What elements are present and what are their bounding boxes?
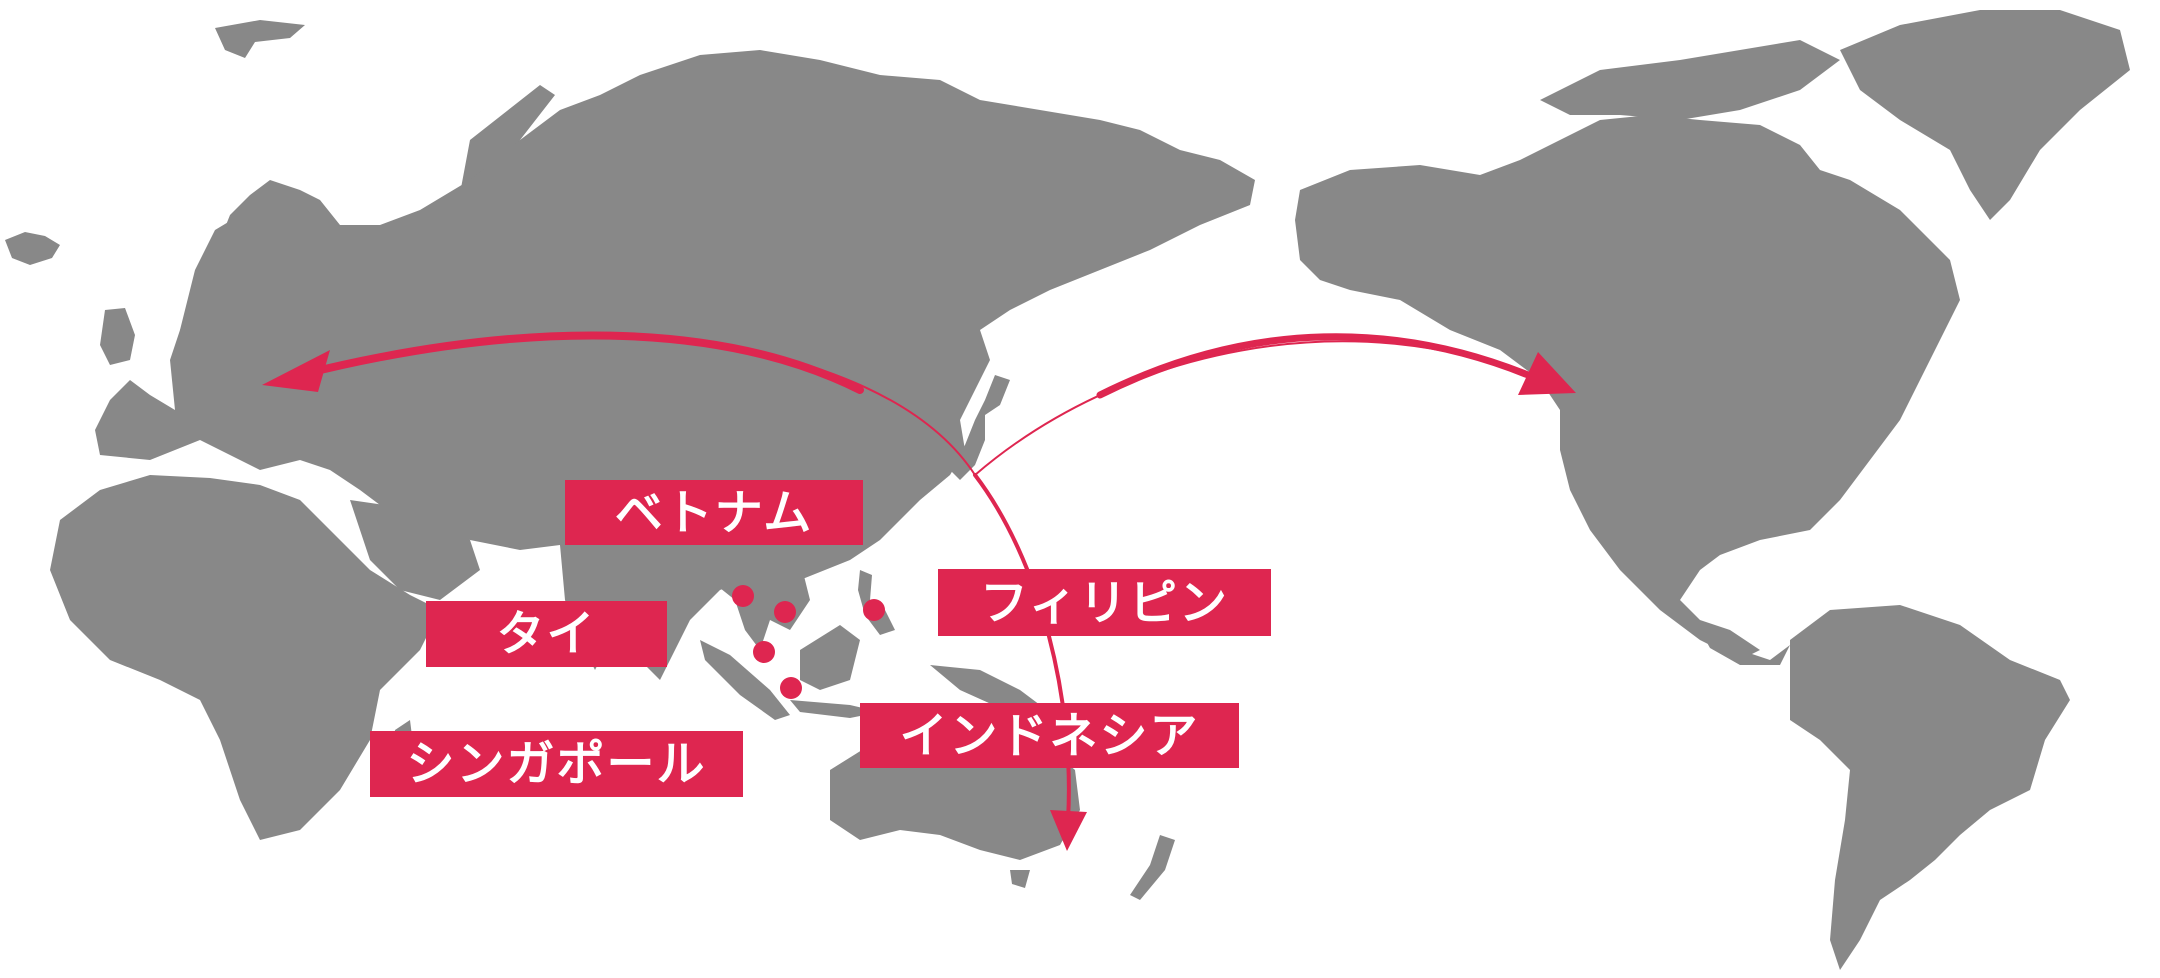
landmass-philippines — [858, 570, 895, 635]
landmass-south-america — [1790, 605, 2070, 970]
vietnam-dot — [774, 601, 796, 623]
arrowhead-australia-icon — [1050, 810, 1087, 851]
landmass-tasmania — [1010, 870, 1030, 888]
route-to-north-america — [974, 333, 1576, 476]
landmass-scandinavia — [180, 215, 300, 370]
landmass-arabia — [350, 500, 480, 600]
label-vietnam: ベトナム — [565, 480, 863, 545]
label-thailand: タイ — [426, 601, 667, 667]
landmass-africa — [50, 475, 440, 840]
landmass-new-guinea — [930, 665, 1040, 708]
thailand-dot — [732, 585, 754, 607]
landmass-arctic-islands — [1540, 40, 1840, 120]
landmass-sumatra — [700, 640, 790, 720]
landmass-iceland — [5, 232, 60, 265]
label-singapore: シンガポール — [370, 731, 743, 797]
landmass-borneo — [800, 625, 860, 690]
landmass-central-america — [1700, 630, 1790, 665]
landmass-japan — [950, 375, 1010, 480]
landmass-greenland — [1840, 10, 2130, 220]
indonesia-dot — [780, 677, 802, 699]
landmass-britain — [100, 308, 135, 365]
landmass-java — [790, 700, 880, 718]
landmass-svalbard — [215, 20, 305, 58]
label-philippines: フィリピン — [938, 569, 1271, 636]
philippines-dot — [863, 599, 885, 621]
landmass-north-america — [1295, 115, 1960, 660]
route-to-europe — [262, 331, 976, 476]
landmass-indochina — [700, 545, 810, 650]
arrowhead-north-america-icon — [1518, 352, 1576, 395]
singapore-dot — [753, 641, 775, 663]
arrowhead-europe-icon — [262, 350, 330, 392]
landmass-new-zealand — [1130, 835, 1175, 900]
label-indonesia: インドネシア — [860, 703, 1239, 768]
landmass-eurasia — [95, 50, 1255, 680]
